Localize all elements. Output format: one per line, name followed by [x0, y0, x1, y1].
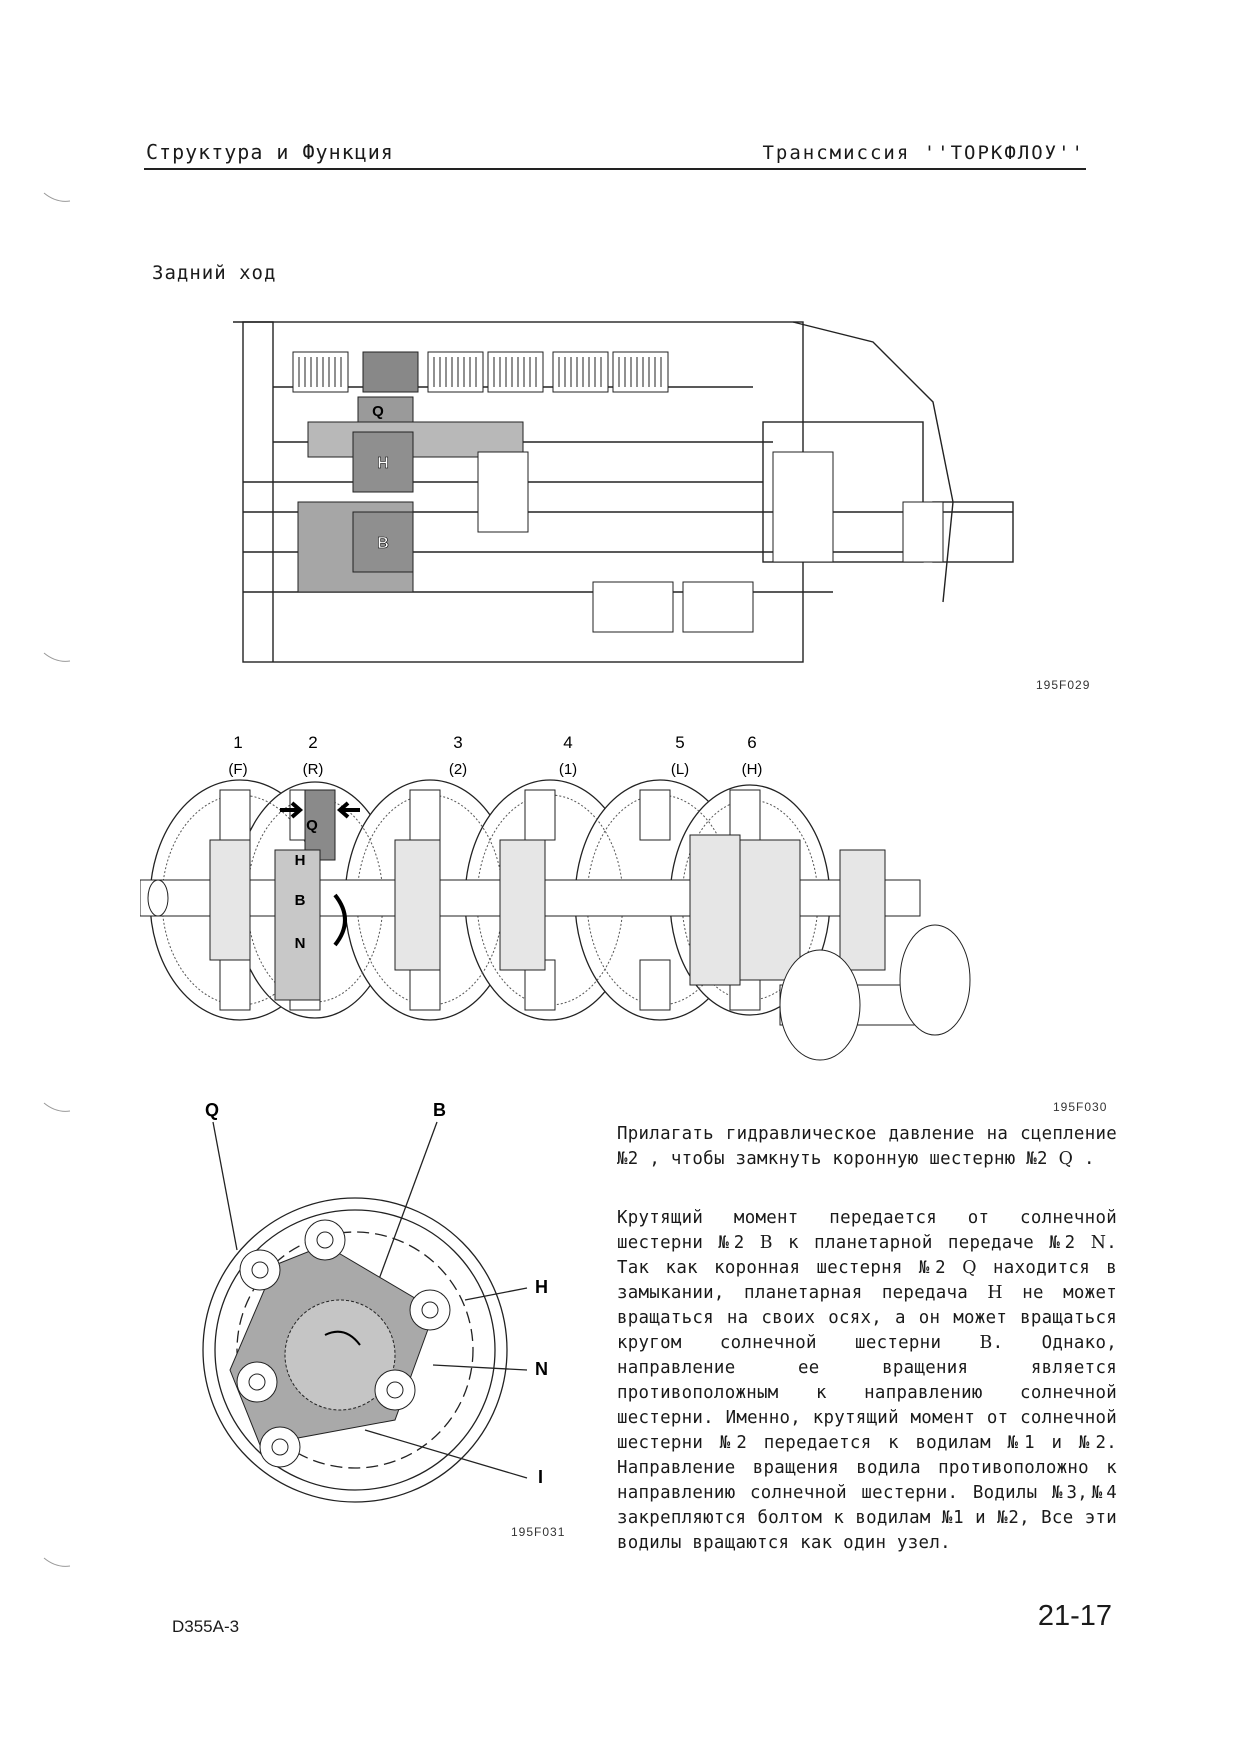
label-b: B: [295, 892, 306, 909]
clutch-5-number: 5: [675, 733, 684, 752]
clutch-2-number: 2: [308, 733, 317, 752]
clutch-3-number: 3: [453, 733, 462, 752]
figure-gear-train: 1 (F) 2 (R) 3 (2) 4 (1) 5 (L) 6 (H): [139, 730, 1080, 1104]
figure-code-middle: 195F030: [1053, 1100, 1108, 1114]
figure-cross-section: Q H B: [233, 302, 1043, 676]
section-title: Задний ход: [152, 262, 277, 284]
label-n: N: [535, 1359, 548, 1379]
paragraph-clutch-engage: Прилагать гидравлическое давление на сце…: [617, 1124, 1117, 1169]
label-q: Q: [205, 1100, 219, 1120]
header-section-title: Структура и Функция: [146, 140, 394, 164]
header-chapter-title: Трансмиссия ''ТОРКФЛОУ'': [762, 142, 1085, 164]
clutch-packs: [292, 351, 669, 393]
clutch-1-tag: (F): [228, 761, 247, 778]
label-h: H: [535, 1277, 548, 1297]
label-b: B: [433, 1100, 446, 1120]
label-q: Q: [306, 817, 318, 834]
figure-code-bottom: 195F031: [511, 1525, 566, 1539]
clutch-number-labels: 1 (F) 2 (R) 3 (2) 4 (1) 5 (L) 6 (H): [228, 733, 762, 778]
label-q: Q: [372, 403, 384, 420]
gear-train-labels: Q H B N: [295, 817, 319, 952]
label-n: N: [295, 935, 306, 952]
header-rule: [144, 168, 1086, 170]
clutch-6-tag: (H): [742, 761, 763, 778]
figure-planetary: Q B H N I: [165, 1100, 585, 1524]
clutch-5-tag: (L): [671, 761, 689, 778]
clutch-4-number: 4: [563, 733, 572, 752]
planetary-labels: Q B H N I: [205, 1100, 548, 1487]
paragraph-torque-flow: Крутящий момент передается от солнечной …: [617, 1208, 1117, 1553]
page-number: 21-17: [1037, 1600, 1112, 1632]
binder-mark: [42, 190, 72, 204]
figure-code-top: 195F029: [1036, 678, 1091, 692]
clutch-1-number: 1: [233, 733, 242, 752]
clutch-3-tag: (2): [449, 761, 467, 778]
footer-model: D355A-3: [172, 1617, 240, 1636]
label-b: B: [377, 535, 389, 552]
label-h: H: [295, 852, 306, 869]
binder-mark: [42, 1100, 72, 1114]
binder-mark: [42, 1555, 72, 1569]
label-i: I: [538, 1467, 543, 1487]
clutch-2-tag: (R): [303, 761, 324, 778]
label-h: H: [377, 455, 389, 472]
clutch-6-number: 6: [747, 733, 756, 752]
cross-section-labels: Q H B: [372, 403, 389, 552]
clutch-4-tag: (1): [559, 761, 577, 778]
binder-mark: [42, 650, 72, 664]
